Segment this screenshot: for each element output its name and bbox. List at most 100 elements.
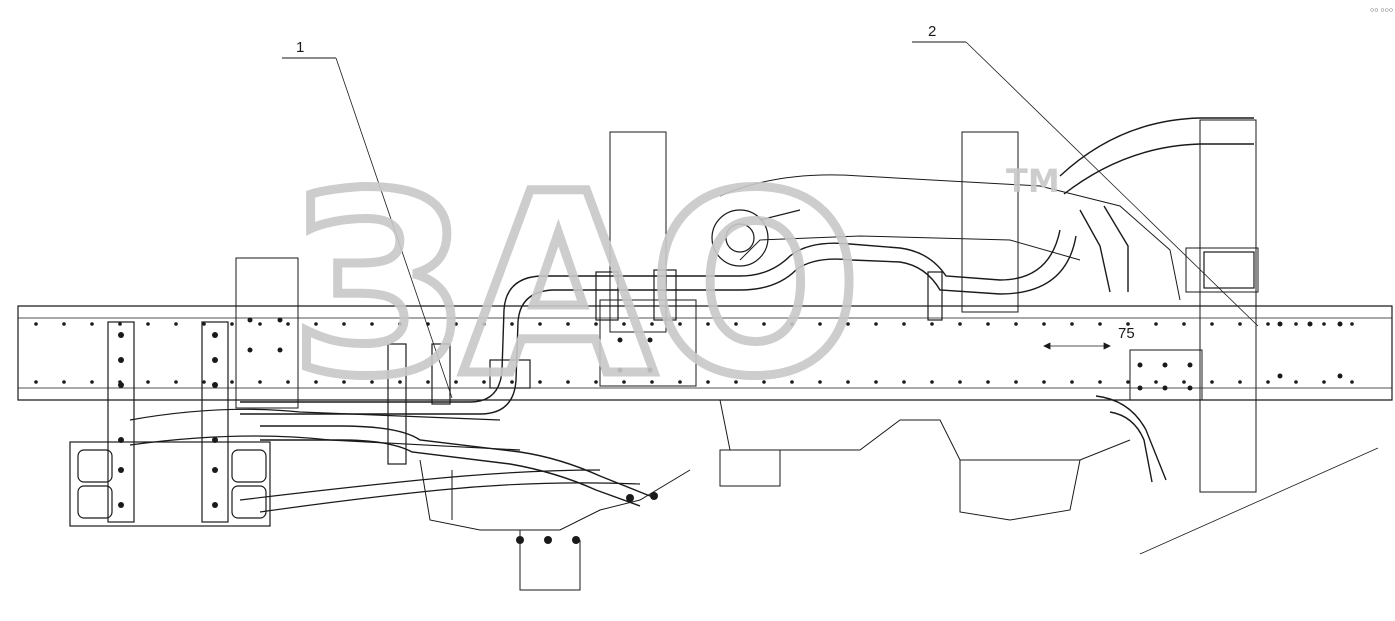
rail-hole [426, 380, 430, 384]
rail-hole [1238, 380, 1242, 384]
rail-hole [454, 322, 458, 326]
bracket-bolts [118, 332, 218, 508]
rail-hole [482, 380, 486, 384]
rail-hole [762, 380, 766, 384]
rail-hole [650, 380, 654, 384]
rail-hole [314, 380, 318, 384]
cross-member-plates [235, 119, 1259, 493]
rail-hole [342, 322, 346, 326]
rail-hole [510, 322, 514, 326]
rail-hole [1322, 380, 1326, 384]
rail-hole [1154, 380, 1158, 384]
callout-1-label: 1 [296, 39, 304, 56]
corner-mark: ○○ ○○○ [1370, 7, 1393, 14]
rail-hole [174, 380, 178, 384]
rail-hole [202, 380, 206, 384]
rail-hole [1210, 322, 1214, 326]
rail-hole [482, 322, 486, 326]
turbocharger [711, 209, 801, 267]
intake-pipe [1059, 117, 1254, 483]
rail-hole [398, 322, 402, 326]
rail-hole [818, 380, 822, 384]
rail-hole [1266, 322, 1270, 326]
frame-rail-holes [34, 322, 1354, 384]
rail-hole [1350, 380, 1354, 384]
rail-hole [566, 380, 570, 384]
rail-hole [930, 322, 934, 326]
rail-hole [90, 322, 94, 326]
rail-hole [958, 380, 962, 384]
rail-hole [510, 380, 514, 384]
rail-hole [1070, 380, 1074, 384]
rail-hole [398, 380, 402, 384]
rail-hole [1182, 322, 1186, 326]
rail-hole [454, 380, 458, 384]
rail-hole [1098, 322, 1102, 326]
rail-hole [874, 380, 878, 384]
rail-hole [1070, 322, 1074, 326]
rail-hole [818, 322, 822, 326]
rail-hole [230, 322, 234, 326]
rail-hole [846, 380, 850, 384]
rail-hole [286, 380, 290, 384]
dimension-75 [1043, 342, 1111, 350]
rail-hole [1294, 380, 1298, 384]
rail-hole [1294, 322, 1298, 326]
rail-hole [1042, 322, 1046, 326]
rail-hole [1098, 380, 1102, 384]
dimension-label: 75 [1118, 325, 1135, 342]
rail-hole [538, 380, 542, 384]
rail-hole [1042, 380, 1046, 384]
callout-1: 1 [282, 39, 453, 399]
callout-1-leader [335, 57, 453, 399]
rail-hole [790, 322, 794, 326]
rail-hole [678, 322, 682, 326]
rail-hole [146, 322, 150, 326]
rail-hole [902, 380, 906, 384]
pipe-clamps [387, 251, 1255, 465]
rail-hole [1014, 380, 1018, 384]
rail-hole [90, 380, 94, 384]
ground-line [1139, 447, 1379, 555]
rail-hole [622, 380, 626, 384]
rail-hole [874, 322, 878, 326]
rail-hole [1126, 380, 1130, 384]
rail-hole [1154, 322, 1158, 326]
rail-hole [1350, 322, 1354, 326]
engine-outline [419, 174, 1181, 591]
rail-hole [986, 322, 990, 326]
rail-hole [342, 380, 346, 384]
rail-hole [370, 322, 374, 326]
rail-hole [538, 322, 542, 326]
rail-hole [678, 380, 682, 384]
rail-hole [650, 322, 654, 326]
rail-hole [734, 322, 738, 326]
rail-hole [118, 322, 122, 326]
watermark: ЗАО TM [286, 136, 1060, 436]
rail-hole [706, 380, 710, 384]
rail-hole [34, 322, 38, 326]
rail-hole [1126, 322, 1130, 326]
watermark-trademark: TM [1006, 162, 1060, 200]
callout-2-label: 2 [928, 23, 936, 40]
rail-hole [790, 380, 794, 384]
callout-2-leader [965, 41, 1259, 327]
rail-hole [1210, 380, 1214, 384]
rail-hole [314, 322, 318, 326]
rail-hole [62, 322, 66, 326]
frame-bolts [247, 317, 1343, 544]
rail-hole [594, 322, 598, 326]
fuel-line-lower [260, 425, 651, 507]
rail-hole [230, 380, 234, 384]
rail-hole [258, 322, 262, 326]
rail-hole [706, 322, 710, 326]
rail-hole [594, 380, 598, 384]
fuel-line-upper [240, 229, 1077, 415]
rail-hole [734, 380, 738, 384]
rail-hole [1238, 322, 1242, 326]
rail-hole [1014, 322, 1018, 326]
rail-hole [286, 322, 290, 326]
callout-2: 2 [912, 23, 1259, 327]
